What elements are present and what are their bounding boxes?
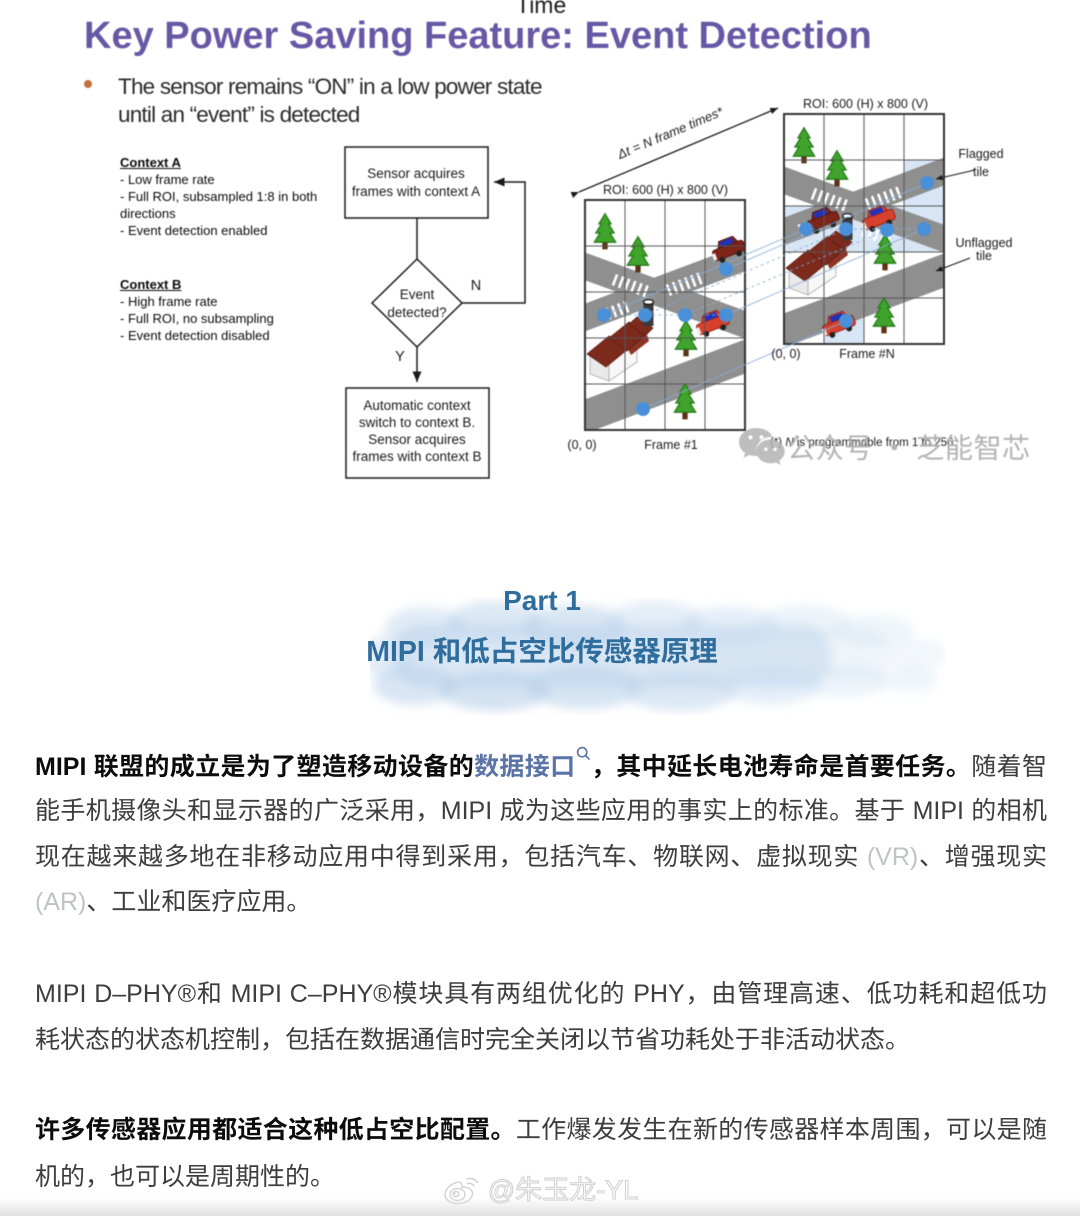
svg-text:Event: Event	[400, 287, 435, 302]
svg-text:tile: tile	[976, 249, 992, 263]
svg-text:ROI: 600 (H) x 800 (V): ROI: 600 (H) x 800 (V)	[603, 183, 728, 197]
svg-text:(0, 0): (0, 0)	[567, 438, 596, 452]
svg-text:Sensor acquires: Sensor acquires	[367, 166, 465, 181]
svg-text:(*) N is programmable from 1 t: (*) N is programmable from 1 to 256	[770, 437, 953, 449]
svg-text:tile: tile	[973, 165, 989, 179]
svg-text:Frame #1: Frame #1	[644, 438, 698, 452]
svg-text:Y: Y	[395, 349, 405, 365]
svg-text:Unflagged: Unflagged	[956, 236, 1013, 250]
svg-text:Frame #N: Frame #N	[839, 347, 895, 361]
svg-text:frames with context B: frames with context B	[352, 449, 481, 464]
svg-text:Automatic context: Automatic context	[363, 398, 471, 413]
svg-text:detected?: detected?	[387, 305, 446, 320]
svg-text:Sensor acquires: Sensor acquires	[368, 432, 466, 447]
svg-text:ROI: 600 (H) x 800 (V): ROI: 600 (H) x 800 (V)	[803, 97, 928, 111]
svg-text:Flagged: Flagged	[958, 147, 1003, 161]
svg-text:switch to context B.: switch to context B.	[359, 415, 475, 430]
svg-text:公众号 · 芝能智芯: 公众号 · 芝能智芯	[787, 426, 1031, 467]
svg-text:(0, 0): (0, 0)	[771, 347, 800, 361]
svg-text:frames with context A: frames with context A	[352, 184, 480, 199]
svg-text:N: N	[471, 278, 481, 294]
